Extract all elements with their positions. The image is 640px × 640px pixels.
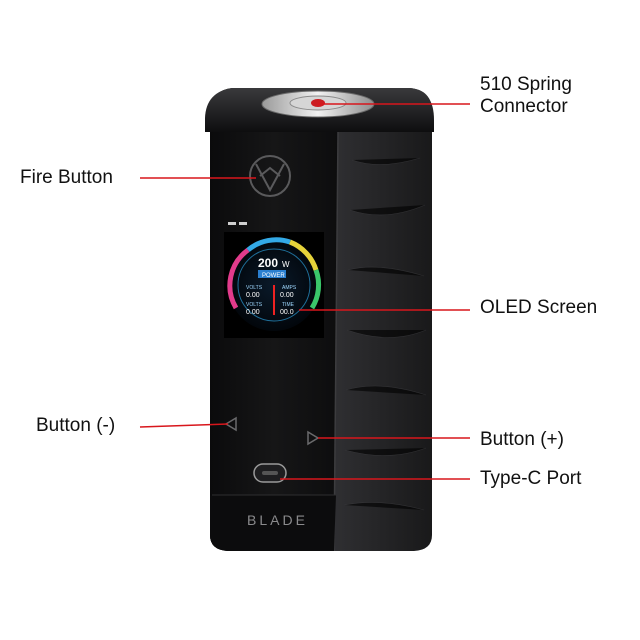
label-oled-screen: OLED Screen bbox=[480, 297, 598, 318]
label-510-line2: Connector bbox=[480, 96, 568, 117]
wattage-value: 200 bbox=[258, 256, 278, 270]
right-bottom-label: TIME bbox=[282, 302, 295, 308]
battery-indicator bbox=[228, 222, 247, 225]
left-bottom-label: VOLTS bbox=[246, 302, 263, 308]
label-button-minus: Button (-) bbox=[36, 415, 116, 436]
mode-label: POWER bbox=[262, 273, 285, 279]
type-c-port bbox=[253, 463, 287, 483]
left-bottom-value: 0.00 bbox=[246, 309, 260, 316]
right-top-value: 0.00 bbox=[280, 292, 294, 299]
left-top-label: VOLTS bbox=[246, 285, 263, 291]
brand-logo: BLADE bbox=[247, 512, 308, 528]
callout-lines bbox=[139, 103, 470, 480]
left-top-value: 0.00 bbox=[246, 292, 260, 299]
callout-minus-line bbox=[139, 423, 229, 428]
oled-readout: 200 W POWER VOLTS 0.00 VOLTS 0.00 AMPS 0… bbox=[246, 256, 297, 316]
minus-button-icon[interactable] bbox=[224, 416, 237, 432]
wattage-unit: W bbox=[282, 260, 290, 269]
right-top-label: AMPS bbox=[282, 285, 297, 291]
right-bottom-value: 00.0 bbox=[280, 309, 294, 316]
plus-button-icon[interactable] bbox=[307, 430, 320, 446]
label-fire-button: Fire Button bbox=[20, 167, 113, 188]
oled-screen bbox=[224, 232, 324, 338]
label-510-line1: 510 Spring bbox=[480, 74, 572, 95]
label-type-c-port: Type-C Port bbox=[480, 468, 582, 489]
fire-button-icon[interactable] bbox=[249, 155, 291, 197]
label-button-plus: Button (+) bbox=[480, 429, 564, 450]
label-510-connector: 510 Spring Connector bbox=[480, 74, 572, 118]
